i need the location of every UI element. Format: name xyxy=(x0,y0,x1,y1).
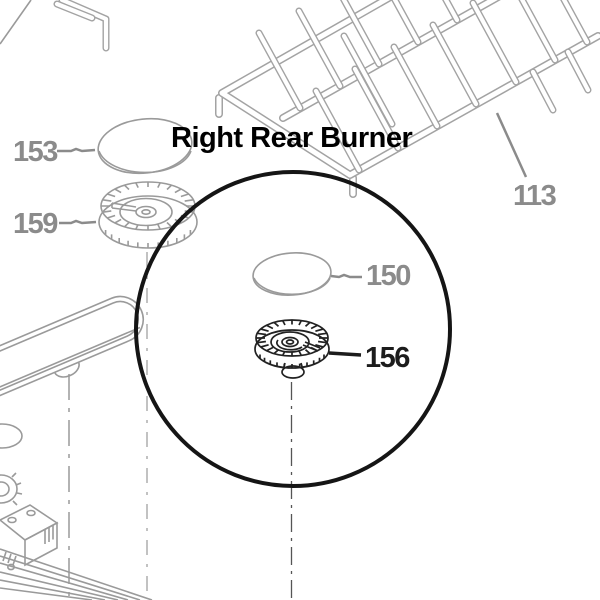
manifold-pipes-drawing xyxy=(0,548,153,600)
leader-156 xyxy=(328,351,362,357)
cap-153-drawing xyxy=(97,117,193,175)
callout-113: 113 xyxy=(513,180,557,212)
stray-line-top-left xyxy=(0,0,32,45)
leader-159 xyxy=(59,219,97,225)
leader-153 xyxy=(57,147,96,153)
small-cap-fragment-left xyxy=(0,423,23,449)
cap-150-drawing xyxy=(252,252,332,296)
oval-base-drawing xyxy=(0,295,145,402)
callout-159: 159 xyxy=(13,208,58,240)
grate-113-drawing xyxy=(215,0,600,198)
callout-156: 156 xyxy=(365,342,410,374)
burner-fragment-left xyxy=(0,472,23,506)
diagram-title: Right Rear Burner xyxy=(171,122,413,154)
leader-113 xyxy=(495,112,528,178)
bracket-drawing xyxy=(0,504,59,567)
grate-fragment-top-left xyxy=(53,0,110,52)
callout-150: 150 xyxy=(366,260,411,292)
callout-153: 153 xyxy=(13,136,58,168)
leader-150 xyxy=(330,273,362,279)
detail-circle xyxy=(134,170,452,488)
burner-156-drawing xyxy=(254,319,330,379)
